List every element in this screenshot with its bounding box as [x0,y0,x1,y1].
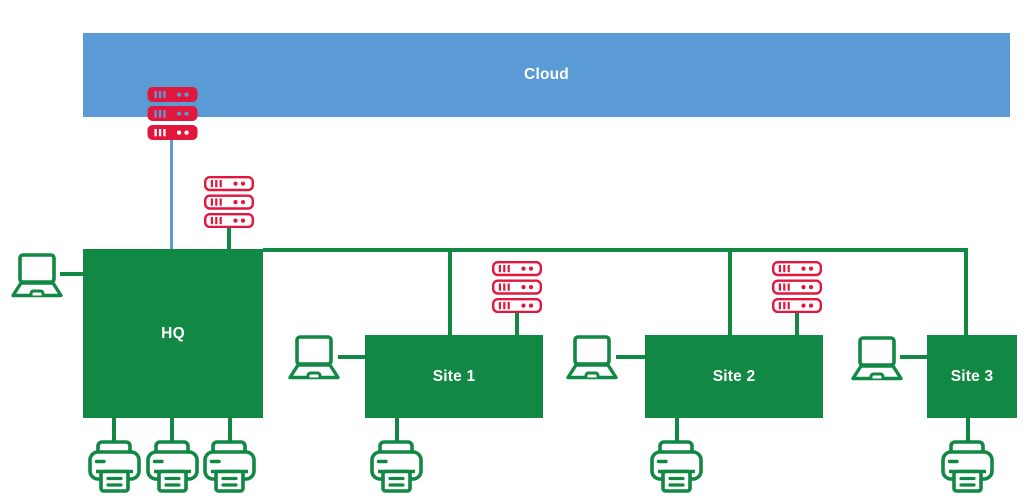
connector-laptop-site3 [900,355,928,359]
cloud-zone: Cloud [83,33,1010,117]
connector-printer1-hq [112,418,116,441]
connector-laptop-site2 [616,355,646,359]
cloud-label: Cloud [524,66,569,83]
connector-printer-site2 [675,418,679,441]
site1-box: Site 1 [365,335,543,418]
printer-icon-site2 [650,440,703,493]
connector-edgeserver-hq [227,226,231,250]
printer-icon-hq-1 [88,440,141,493]
printer-icon-hq-3 [203,440,256,493]
server-rack-solid-icon [147,87,198,140]
hq-box: HQ [83,249,263,418]
connector-trunk-site2 [728,250,732,336]
site2-label: Site 2 [712,367,756,385]
server-rack-icon-site1 [492,261,542,313]
site2-box: Site 2 [645,335,823,418]
laptop-icon-hq [11,253,63,298]
connector-server-site1 [515,312,519,336]
laptop-icon-site3 [851,336,903,381]
server-rack-icon-hq [204,176,254,228]
connector-trunk-horizontal [263,248,968,252]
connector-trunk-site1 [448,250,452,336]
printer-icon-site3 [941,440,994,493]
connector-server-site2 [795,312,799,336]
hq-label: HQ [161,324,185,342]
site3-label: Site 3 [950,367,994,385]
connector-laptop-hq [60,272,84,276]
connector-cloudserver-hq [170,139,173,250]
printer-icon-hq-2 [146,440,199,493]
connector-printer2-hq [170,418,174,441]
connector-printer-site3 [966,418,970,441]
connector-printer3-hq [228,418,232,441]
connector-laptop-site1 [338,355,366,359]
site3-box: Site 3 [927,335,1017,418]
laptop-icon-site1 [288,335,340,380]
server-rack-icon-site2 [772,261,822,313]
connector-printer-site1 [395,418,399,441]
laptop-icon-site2 [566,335,618,380]
connector-trunk-site3 [964,248,968,336]
site1-label: Site 1 [432,367,476,385]
printer-icon-site1 [370,440,423,493]
